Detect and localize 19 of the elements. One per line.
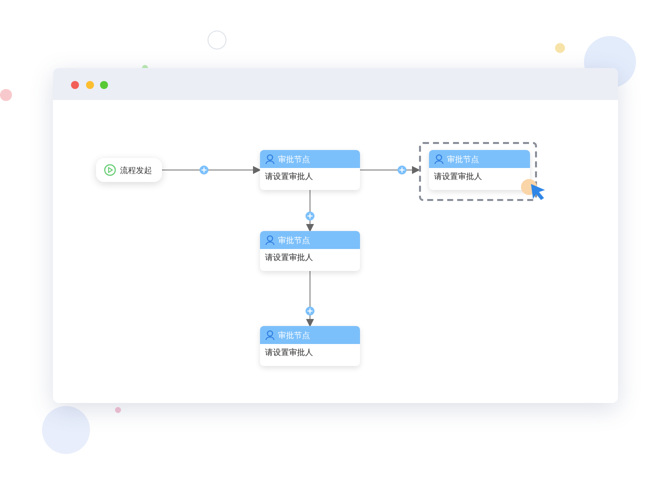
arrow [306, 270, 314, 327]
start-node [96, 158, 162, 182]
arrow [162, 166, 261, 174]
arrow [360, 166, 420, 174]
approval-card [260, 326, 360, 366]
card-title: 审批节点 [278, 154, 310, 164]
card-title: 审批节点 [278, 234, 310, 246]
approval-card [429, 150, 530, 190]
card-text: 请设置审批人 [265, 347, 313, 358]
card-title: 审批节点 [278, 330, 310, 340]
arrow [306, 190, 314, 232]
approval-card [260, 231, 360, 271]
card-text: 请设置审批人 [265, 171, 313, 182]
card-text: 请设置审批人 [434, 171, 482, 182]
selection-outline [419, 142, 537, 201]
node-label: 流程发起 [120, 164, 152, 176]
approval-card [260, 150, 360, 190]
card-text: 请设置审批人 [265, 252, 313, 263]
card-title: 审批节点 [447, 154, 479, 164]
